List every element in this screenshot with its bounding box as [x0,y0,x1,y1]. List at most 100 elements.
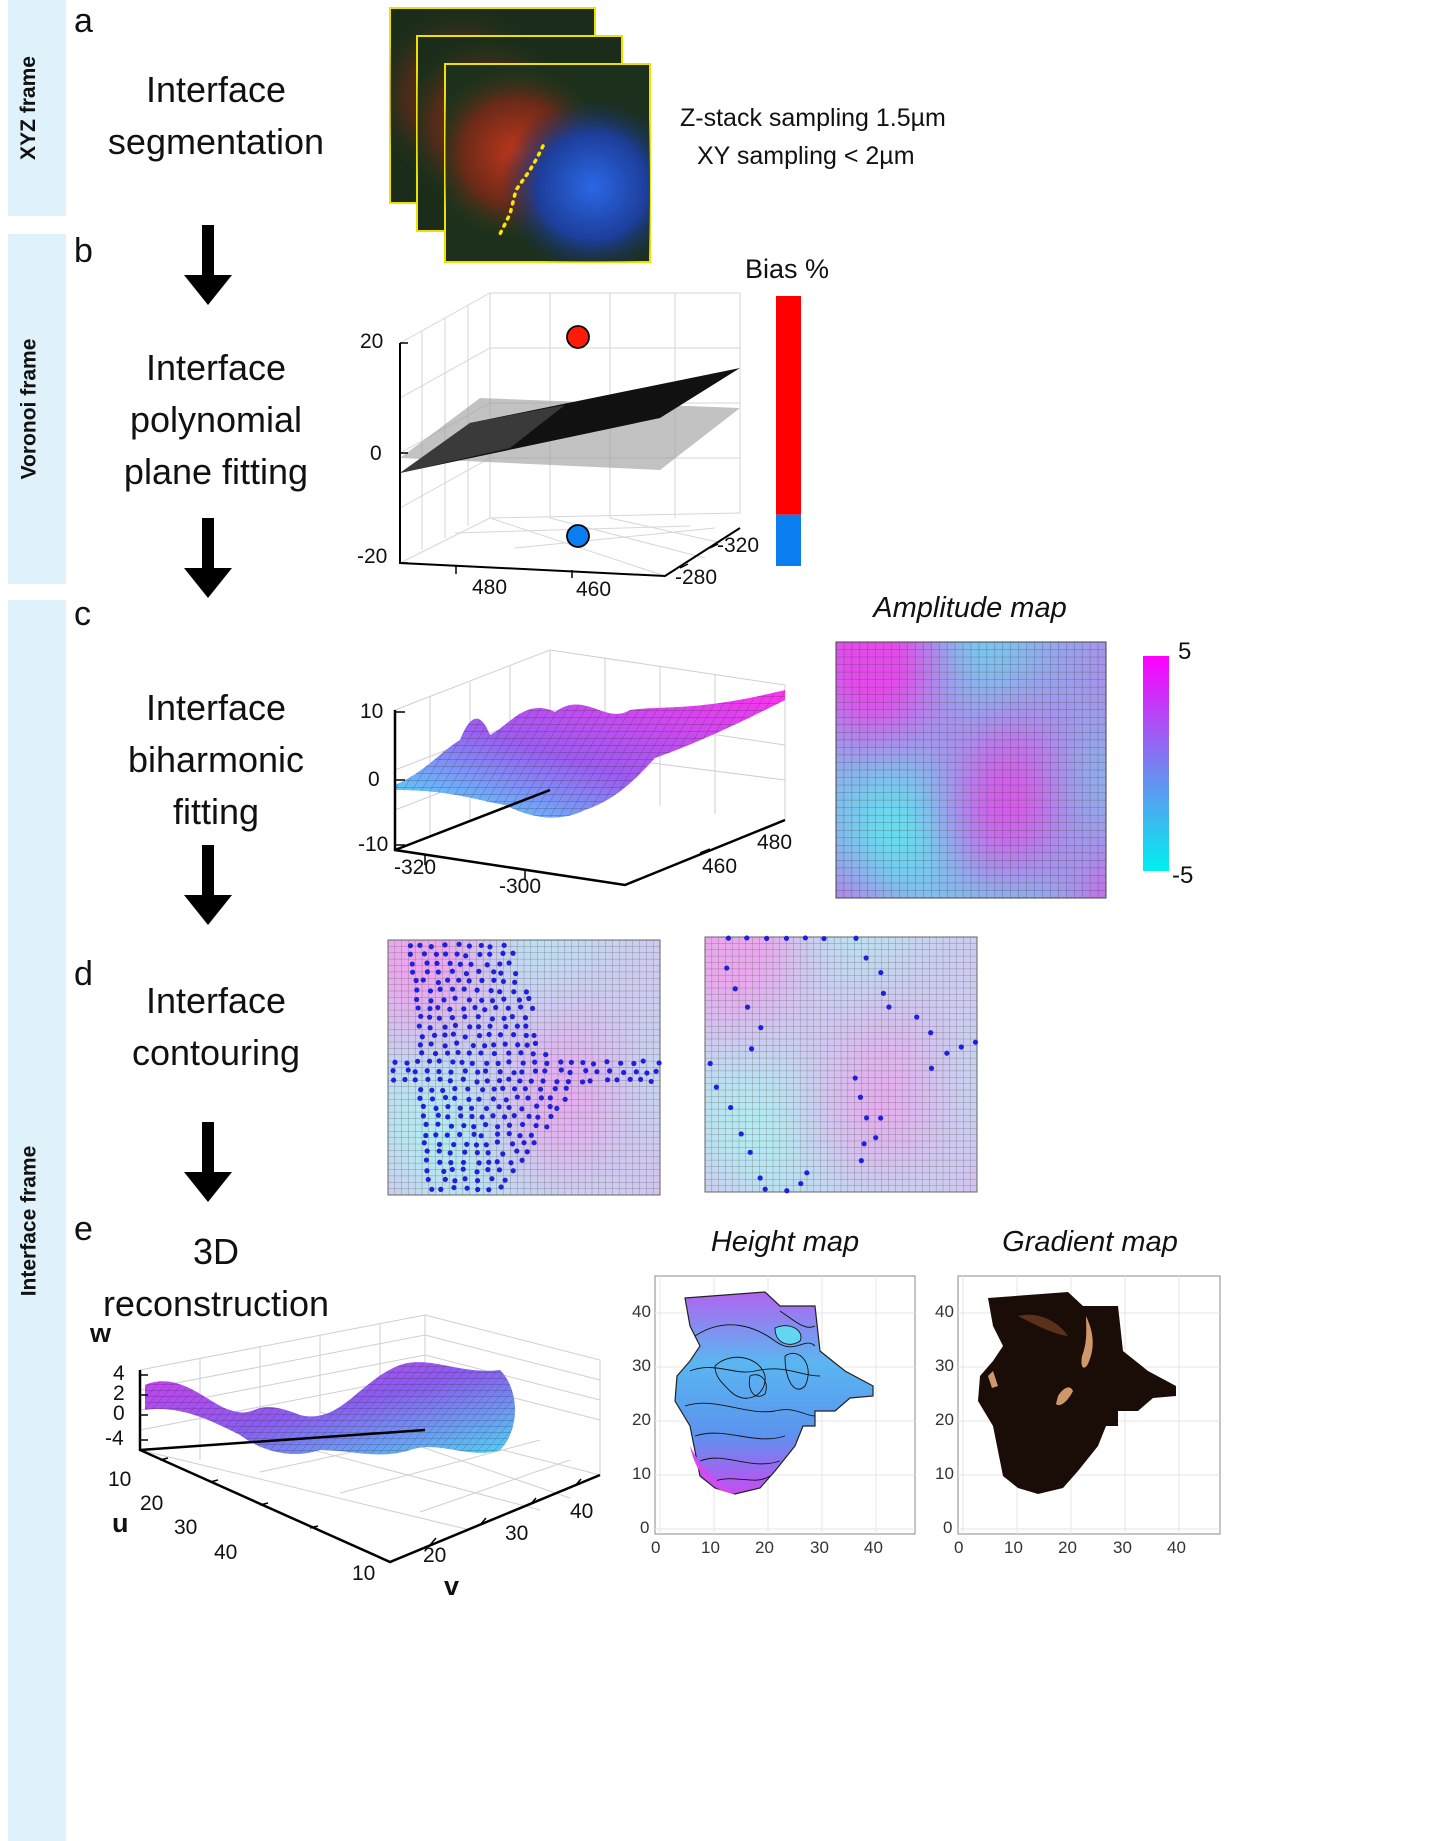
contour-point [470,1042,476,1049]
height-x-tick: 20 [755,1538,774,1557]
contour-point [510,1032,517,1038]
contour-point [441,997,447,1003]
biharmonic-surface-3d-plot [393,649,786,887]
u-tick: 10 [108,1468,132,1491]
contour-point [424,1068,430,1074]
contour-point [880,990,887,996]
contour-point [409,961,415,967]
contour-point [497,1069,503,1075]
contour-point [482,1007,488,1013]
contour-point [474,987,480,993]
reconstruction-3d-surface [138,1314,601,1564]
contour-point-map-right [704,935,979,1194]
contour-point [486,1187,492,1193]
height-y-tick: 40 [632,1302,651,1321]
contour-point [436,1068,442,1075]
contour-point [477,951,483,958]
c-z-tick: 0 [368,768,380,791]
contour-point [452,995,458,1001]
contour-point [512,979,518,985]
contour-point [448,1160,454,1166]
contour-point [525,1095,531,1101]
contour-point [501,942,507,948]
contour-point [437,1159,443,1165]
b-z-tick: 0 [370,442,382,465]
contour-point [436,1058,442,1064]
contour-point [485,1150,491,1156]
contour-point [590,1061,597,1067]
contour-point [428,998,434,1004]
contour-point [511,1086,518,1092]
contour-point [928,1065,935,1071]
contour-point [482,1043,488,1049]
contour-point [445,977,451,983]
contour-point [459,1059,465,1065]
contour-point [423,1157,430,1163]
contour-point [474,1150,480,1156]
contour-point [447,960,453,966]
contour-point [466,997,472,1003]
contour-point [436,1148,442,1154]
contour-point [495,1124,501,1130]
contour-point [434,960,440,966]
v-axis-label: v [444,1571,460,1601]
contour-point [471,1131,477,1137]
contour-point [464,1141,470,1147]
gradient-y-tick: 40 [935,1302,954,1321]
contour-point [496,1077,503,1084]
xyz-frame-band [8,0,66,216]
contour-point [515,1042,521,1048]
contour-point [420,1103,426,1110]
contour-point [435,1121,441,1127]
contour-point [484,1078,490,1084]
w-tick: 4 [113,1362,125,1385]
interface-frame-label: Interface frame [17,1145,41,1296]
contour-point [762,1186,768,1192]
contour-point [604,1077,611,1083]
contour-point [412,1069,418,1075]
contour-point [448,1123,455,1129]
u-tick: 20 [140,1492,164,1515]
contour-point [444,1050,451,1056]
contour-point [428,944,434,950]
contour-point [442,1043,448,1049]
contour-point [802,935,808,941]
contour-point [514,1148,520,1154]
contour-point [427,1005,433,1012]
contour-point [441,1168,447,1175]
contour-point [744,1004,751,1010]
contour-point [419,1034,425,1040]
amplitude-colorbar [1143,656,1169,871]
contour-point [944,1050,950,1056]
contour-point [424,960,430,966]
contour-point [594,1069,600,1075]
contour-point [390,1077,397,1083]
contour-point [445,1114,451,1120]
contour-point [437,1076,443,1082]
w-tick: 0 [113,1402,125,1425]
height-y-tick: 10 [632,1464,651,1483]
contour-point [513,971,519,977]
contour-point [518,1004,524,1010]
contour-point [437,986,443,992]
contour-point [415,1005,421,1011]
arrow-down-icon [184,225,232,305]
contour-point [456,977,462,983]
contour-point [416,1023,422,1029]
contour-point [461,1006,467,1012]
contour-point [491,1086,497,1092]
contour-point [558,1067,564,1073]
contour-point [489,1016,495,1022]
contour-point [475,1069,481,1075]
height-y-tick: 30 [632,1356,651,1375]
contour-point [444,1132,450,1138]
contour-point [511,1113,517,1119]
contour-point [640,1058,646,1064]
contour-point [483,1142,489,1148]
contour-point [500,1085,506,1091]
contour-point [433,1132,439,1138]
contour-point [656,1060,662,1066]
amplitude-colorbar-min: -5 [1172,862,1194,889]
